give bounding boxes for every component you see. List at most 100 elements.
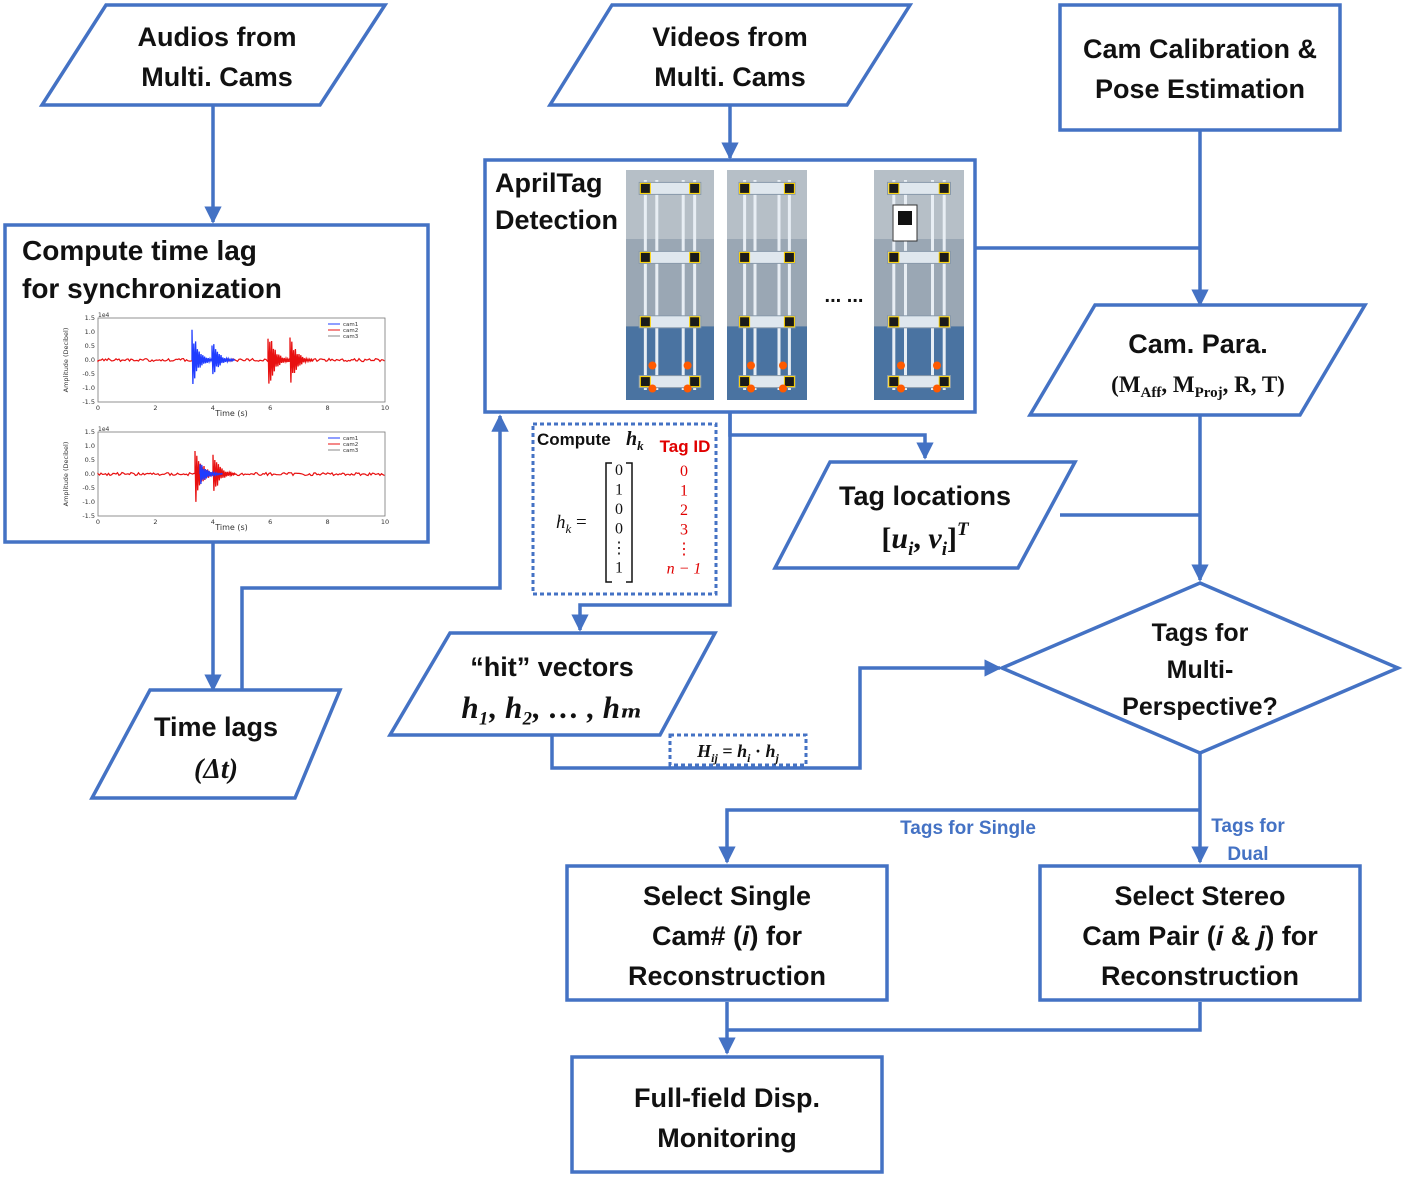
computehk-bracket-left [605,462,612,583]
computehk-tagid-entry: n − 1 [667,561,702,578]
plot-burst [212,454,237,491]
single-node [565,864,889,1002]
edge-hitvectors-to-decision [550,659,1002,770]
edge-label-dual-2: Dual [1227,844,1268,865]
plot-xlabel: Time (s) [214,409,248,418]
computehk-tagid-entry: 0 [680,463,688,480]
taglocations-label-1: Tag locations [839,481,1011,511]
plot-xtick: 2 [153,518,157,526]
stereo-label-1: Select Stereo [1114,881,1285,911]
plot-ytick: -0.5 [82,484,95,492]
plot-xtick: 6 [268,404,272,412]
apriltag-label-1: AprilTag [495,168,603,198]
plot-xtick: 10 [381,518,389,526]
edge-label-single: Tags for Single [900,818,1036,839]
plot-xtick: 4 [211,404,215,412]
videos-label-2: Multi. Cams [654,62,806,92]
computehk-tagid-entry: 3 [680,522,688,539]
edge-stereo-to-fullfield [727,1002,1202,1032]
apriltag-photo-strip [626,170,964,400]
taglocations-node [772,460,1078,570]
plot-ytick: -0.5 [82,370,95,378]
plot-scale: 1e4 [98,312,110,319]
plot-ytick: -1.5 [82,398,95,406]
plot-ytick: 0.0 [85,356,95,364]
audios-label-1: Audios from [138,22,297,52]
timelag-label-2: for synchronization [22,273,282,304]
apriltag-photo [874,170,964,400]
plot-legend-label: cam3 [343,448,359,454]
computehk-vector-entry: 0 [615,521,623,538]
tag-poster-code [898,211,912,225]
campara-label-1: Cam. Para. [1128,329,1268,359]
apriltag-ellipsis: ... ... [825,285,864,307]
apriltag-photo [626,170,714,400]
decision-node [997,581,1403,755]
computehk-vector: 0 1 0 0 ⋮ 1 [611,462,627,577]
plot-legend-label: cam2 [343,442,358,448]
plot-burst [191,329,216,385]
edge-label-dual-1: Tags for [1211,816,1285,837]
plot-xtick: 8 [326,518,330,526]
plot-burst [289,337,314,383]
stereo-label-3: Reconstruction [1101,961,1299,991]
plot-burst [199,464,223,485]
plot-legend-label: cam1 [343,436,358,442]
computehk-tagids: 0 1 2 3 ⋮ n − 1 [667,463,702,578]
hitvectors-label-1: “hit” vectors [470,652,634,682]
videos-node [546,3,914,107]
computehk-tagid-header: Tag ID [660,437,711,456]
decision-label-1: Tags for [1152,619,1249,647]
plot-baseline [97,357,385,363]
plot-legend-label: cam1 [343,322,358,328]
plot-ytick: 0.0 [85,470,95,478]
computehk-vector-entry: 0 [615,462,623,479]
connectors [204,105,1209,1055]
plot-ylabel: Amplitude (Decibel) [62,442,70,507]
calib-label-1: Cam Calibration & [1083,34,1317,64]
plot-ytick: -1.5 [82,512,95,520]
decision-label-2: Multi- [1167,656,1234,684]
computehk-tagid-entry: 2 [680,502,688,519]
computehk-vector-entry: 1 [615,560,623,577]
single-label-3: Reconstruction [628,961,826,991]
plot-xtick: 6 [268,518,272,526]
plot-xtick: 2 [153,404,157,412]
single-label-1: Select Single [643,881,811,911]
fullfield-node [570,1055,884,1174]
campara-node [1026,303,1369,417]
audios-label-2: Multi. Cams [141,62,293,92]
computehk-tagid-entry: 1 [680,483,688,500]
plot-ytick: 1.0 [85,328,95,336]
computehk-tagid-entry: ⋮ [676,541,692,558]
plot-ytick: 1.5 [85,314,95,322]
stereo-label-2: Cam Pair (i & j) for [1082,921,1318,951]
edge-apriltag-to-taglocations [728,412,934,460]
plot-xtick: 4 [211,518,215,526]
timelags-node [89,688,343,800]
computehk-vector-entry: 1 [615,482,623,499]
apriltag-label-2: Detection [495,205,618,235]
plot-xtick: 0 [96,404,100,412]
plot-legend-label: cam2 [343,328,358,334]
single-label-2: Cam# (i) for [652,921,803,951]
plot-xlabel: Time (s) [214,523,248,532]
plot-scale: 1e4 [98,426,110,433]
timelag-label-1: Compute time lag [22,235,257,266]
edge-timelags-to-apriltag [240,414,509,690]
computehk-lhs: hk = [556,512,587,536]
computehk-vector-entry: 0 [615,501,623,518]
decision-label-3: Perspective? [1122,693,1278,721]
computehk-title: Compute [537,430,611,449]
plot-burst [211,344,236,375]
hitvectors-node [386,631,718,737]
plot-xtick: 8 [326,404,330,412]
plot-legend-label: cam3 [343,334,359,340]
hij-box [668,733,808,767]
apriltag-photo [727,170,807,400]
audios-node [38,3,389,107]
plot-ytick: 0.5 [85,456,95,464]
computehk-vector-entry: ⋮ [611,540,627,557]
hitvectors-label-2: h₁, h₂, … , hₘ [461,690,642,725]
